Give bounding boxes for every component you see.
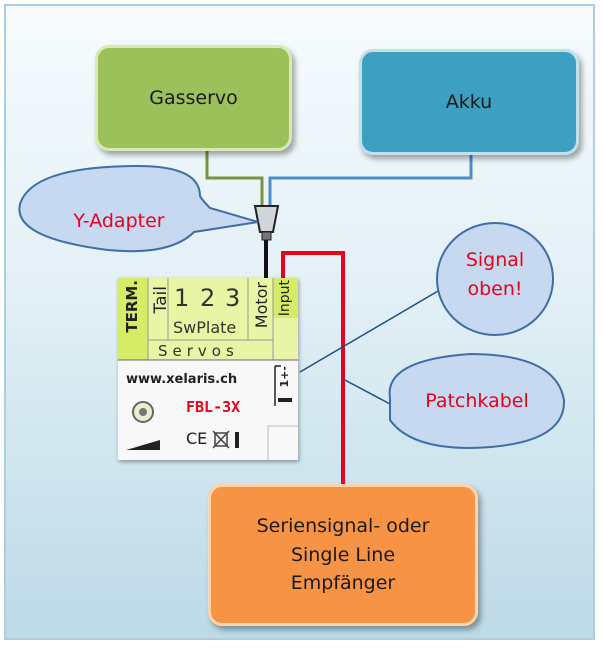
- status-led-center: [139, 408, 147, 416]
- weee-bar-icon: [235, 432, 239, 448]
- weee-bin-icon: [214, 432, 228, 447]
- channel-1-label: 1: [174, 284, 190, 312]
- y-adapter-connector: [253, 205, 280, 233]
- receiver-box: Seriensignal- oder Single Line Empfänger: [208, 484, 478, 626]
- servos-label: Servos: [158, 342, 239, 360]
- gasservo-box: Gasservo: [95, 45, 292, 151]
- ce-mark: CE: [186, 429, 208, 448]
- akku-box: Akku: [359, 49, 579, 155]
- channel-2-label: 2: [200, 284, 216, 312]
- model-label: FBL-3X: [186, 398, 241, 416]
- akku-wire: [268, 155, 473, 206]
- gasservo-label: Gasservo: [149, 87, 238, 109]
- tail-label: Tail: [151, 286, 171, 314]
- patch-cable: [281, 251, 345, 484]
- signal-label-line2: oben!: [467, 277, 523, 300]
- signal-pointer-line: [299, 283, 451, 373]
- weee-cross-2: [212, 430, 230, 449]
- website-label: www.xelaris.ch: [126, 372, 238, 387]
- gasservo-wire: [205, 151, 264, 206]
- device-graphic: [118, 278, 298, 460]
- akku-label: Akku: [445, 91, 493, 113]
- input-band: [273, 278, 298, 318]
- input-label: Input: [277, 280, 293, 317]
- input-pins-label: 1+-: [278, 366, 291, 388]
- term-label: TERM.: [123, 280, 141, 333]
- term-band: [118, 278, 148, 360]
- signal-label: Signal oben!: [440, 246, 550, 303]
- ramp-icon: [126, 440, 160, 450]
- receiver-label-line3: Empfänger: [290, 572, 396, 595]
- y-adapter-label: Y-Adapter: [73, 210, 165, 232]
- input-socket-block: [278, 398, 292, 402]
- receiver-label-line1: Seriensignal- oder: [256, 515, 430, 538]
- receiver-label-line2: Single Line: [290, 543, 396, 566]
- fbl-3x-device: TERM. Tail 1 2 3 Motor Input SwPlate Ser…: [118, 278, 298, 460]
- channel-3-label: 3: [225, 284, 241, 312]
- patchkabel-label: Patchkabel: [425, 390, 529, 412]
- receiver-label: Seriensignal- oder Single Line Empfänger: [257, 512, 430, 598]
- patchkabel-pointer-line: [342, 378, 391, 405]
- signal-label-line1: Signal: [465, 249, 525, 271]
- motor-label: Motor: [252, 282, 271, 329]
- swplate-label: SwPlate: [173, 318, 237, 337]
